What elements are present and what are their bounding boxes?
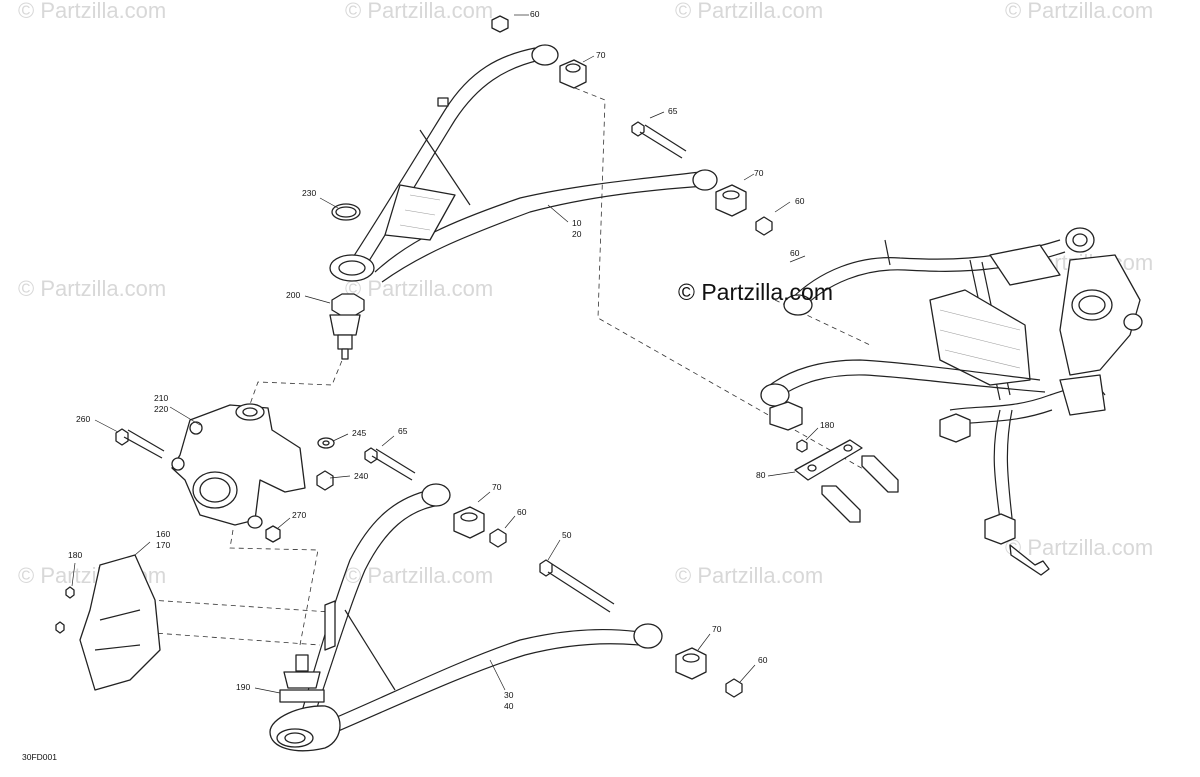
- watermark: © Partzilla.com: [345, 0, 493, 23]
- callout-190: 190: [236, 682, 250, 692]
- callout-60: 60: [790, 248, 800, 258]
- callout-210: 210: [154, 393, 168, 403]
- watermark-layer: © Partzilla.com © Partzilla.com © Partzi…: [18, 0, 1153, 588]
- watermark: © Partzilla.com: [345, 563, 493, 588]
- callout-50: 50: [562, 530, 572, 540]
- callout-60: 60: [530, 9, 540, 19]
- watermark: © Partzilla.com: [18, 276, 166, 301]
- assembly-lines: [139, 87, 871, 646]
- callout-60: 60: [517, 507, 527, 517]
- callout-65: 65: [398, 426, 408, 436]
- watermark: © Partzilla.com: [345, 276, 493, 301]
- callout-240: 240: [354, 471, 368, 481]
- steering-knuckle: [171, 403, 306, 529]
- callout-labels: 60 70 65 70 60 230 10 20 200 210 220 260…: [68, 9, 834, 711]
- diagram-code: 30FD001: [22, 752, 57, 762]
- upper-arm-hardware: [331, 15, 773, 236]
- callout-70: 70: [492, 482, 502, 492]
- leader-lines: [71, 14, 819, 694]
- callout-245: 245: [352, 428, 366, 438]
- callout-220: 220: [154, 404, 168, 414]
- callout-20: 20: [572, 229, 582, 239]
- callout-270: 270: [292, 510, 306, 520]
- callout-70: 70: [754, 168, 764, 178]
- callout-60: 60: [758, 655, 768, 665]
- watermark: © Partzilla.com: [675, 563, 823, 588]
- callout-30: 30: [504, 690, 514, 700]
- callout-40: 40: [504, 701, 514, 711]
- brand-watermark: © Partzilla.com: [678, 279, 833, 305]
- callout-230: 230: [302, 188, 316, 198]
- callout-70: 70: [712, 624, 722, 634]
- ball-joint-190: [279, 654, 325, 703]
- callout-170: 170: [156, 540, 170, 550]
- callout-10: 10: [572, 218, 582, 228]
- arm-guard: [55, 554, 161, 691]
- callout-180: 180: [820, 420, 834, 430]
- lower-a-arm: [269, 483, 663, 752]
- watermark: © Partzilla.com: [1005, 0, 1153, 23]
- callout-200: 200: [286, 290, 300, 300]
- watermark: © Partzilla.com: [675, 0, 823, 23]
- ball-joint-200: [329, 293, 365, 360]
- watermark: © Partzilla.com: [18, 0, 166, 23]
- link-plate: [794, 439, 899, 523]
- callout-180: 180: [68, 550, 82, 560]
- callout-160: 160: [156, 529, 170, 539]
- callout-70: 70: [596, 50, 606, 60]
- callout-80: 80: [756, 470, 766, 480]
- upper-a-arm: [329, 44, 718, 283]
- callout-260: 260: [76, 414, 90, 424]
- callout-60: 60: [795, 196, 805, 206]
- lower-arm-hardware: [453, 506, 743, 698]
- knuckle-hardware: [115, 428, 416, 543]
- callout-65: 65: [668, 106, 678, 116]
- watermark: © Partzilla.com: [1005, 535, 1153, 560]
- assembled-view: [760, 227, 1143, 576]
